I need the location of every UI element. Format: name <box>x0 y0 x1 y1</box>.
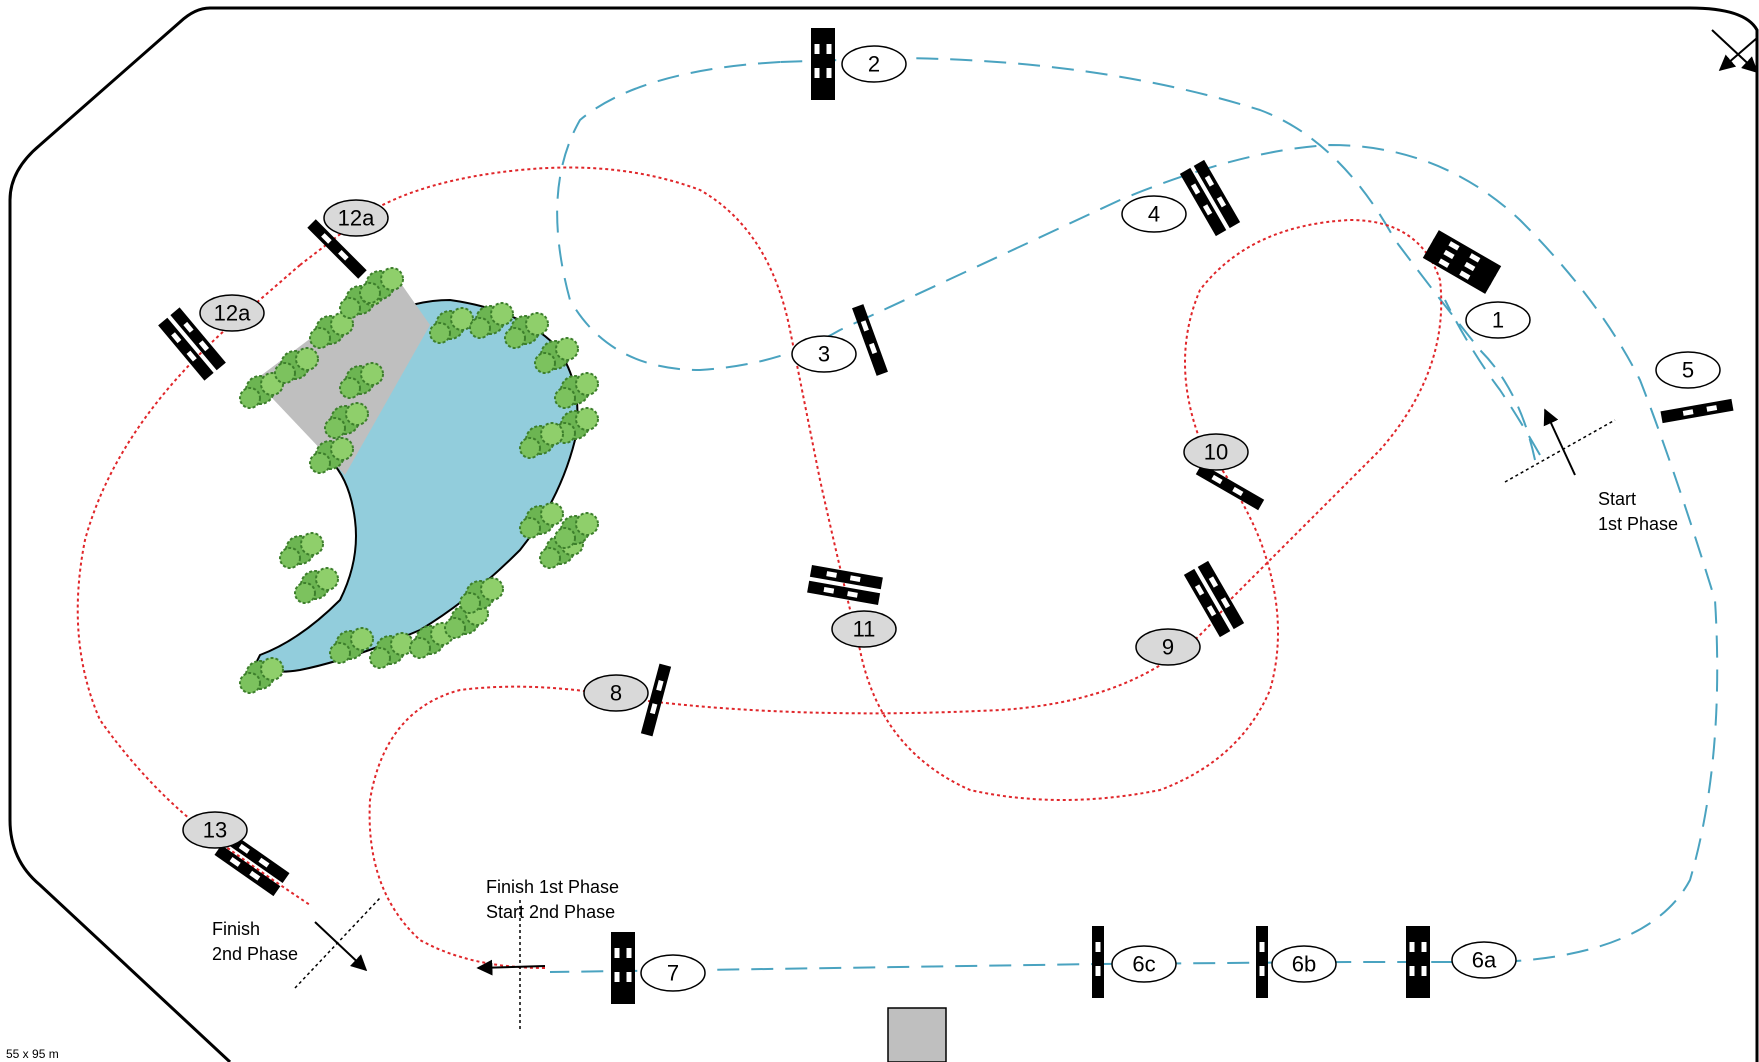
obstacle-label-5: 5 <box>1655 351 1721 389</box>
obstacle-label-12a-upper: 12a <box>323 199 389 237</box>
svg-text:1st Phase: 1st Phase <box>1598 514 1678 534</box>
obstacle-label-8: 8 <box>583 674 649 712</box>
grey-area <box>255 275 430 475</box>
obstacle-label-6b: 6b <box>1271 945 1337 983</box>
arena-outline <box>8 6 1759 1062</box>
svg-text:2: 2 <box>868 52 880 77</box>
svg-text:Finish 1st Phase: Finish 1st Phase <box>486 877 619 897</box>
obstacle-label-11: 11 <box>831 610 897 648</box>
obstacle-label-1: 1 <box>1465 301 1531 339</box>
svg-text:6c: 6c <box>1132 952 1155 977</box>
obstacle-label-7: 7 <box>640 954 706 992</box>
svg-text:4: 4 <box>1148 202 1160 227</box>
obstacle-label-10: 10 <box>1183 433 1249 471</box>
svg-text:5: 5 <box>1682 358 1694 383</box>
svg-text:11: 11 <box>853 617 876 642</box>
finish-phase2-note: Finish 2nd Phase <box>212 919 298 964</box>
start-finish-lines <box>294 29 1759 1030</box>
obstacle-label-4: 4 <box>1121 195 1187 233</box>
phase1-route <box>549 56 1719 973</box>
obstacle-label-9: 9 <box>1135 628 1201 666</box>
svg-text:9: 9 <box>1162 635 1174 660</box>
svg-text:Start: Start <box>1598 489 1636 509</box>
svg-text:Finish: Finish <box>212 919 260 939</box>
svg-text:8: 8 <box>610 681 622 706</box>
scale-label: 55 x 95 m <box>6 1047 59 1061</box>
svg-text:12a: 12a <box>338 206 375 231</box>
svg-text:2nd Phase: 2nd Phase <box>212 944 298 964</box>
obstacle-label-6a: 6a <box>1451 941 1517 979</box>
phase1-labels: 1 2 3 4 5 6a 6b 6c 7 <box>640 45 1721 992</box>
svg-text:6a: 6a <box>1472 948 1497 973</box>
phase2-route <box>76 166 1443 969</box>
obstacle-label-3: 3 <box>791 335 857 373</box>
svg-text:10: 10 <box>1204 440 1228 465</box>
obstacle-label-12a-lower: 12a <box>199 294 265 332</box>
svg-text:13: 13 <box>203 818 227 843</box>
judge-box <box>887 1007 947 1062</box>
svg-text:12a: 12a <box>214 301 251 326</box>
svg-text:Start 2nd Phase: Start 2nd Phase <box>486 902 615 922</box>
svg-text:7: 7 <box>667 961 679 986</box>
finish-phase1-start-phase2-note: Finish 1st Phase Start 2nd Phase <box>486 877 619 922</box>
phase2-labels: 8 9 10 11 12a 12a 13 <box>182 199 1249 849</box>
svg-text:3: 3 <box>818 342 830 367</box>
start-phase1-note: Start 1st Phase <box>1598 489 1678 534</box>
svg-text:6b: 6b <box>1292 952 1316 977</box>
svg-text:1: 1 <box>1492 308 1504 333</box>
obstacle-label-2: 2 <box>841 45 907 83</box>
obstacle-label-13: 13 <box>182 811 248 849</box>
obstacle-label-6c: 6c <box>1111 945 1177 983</box>
